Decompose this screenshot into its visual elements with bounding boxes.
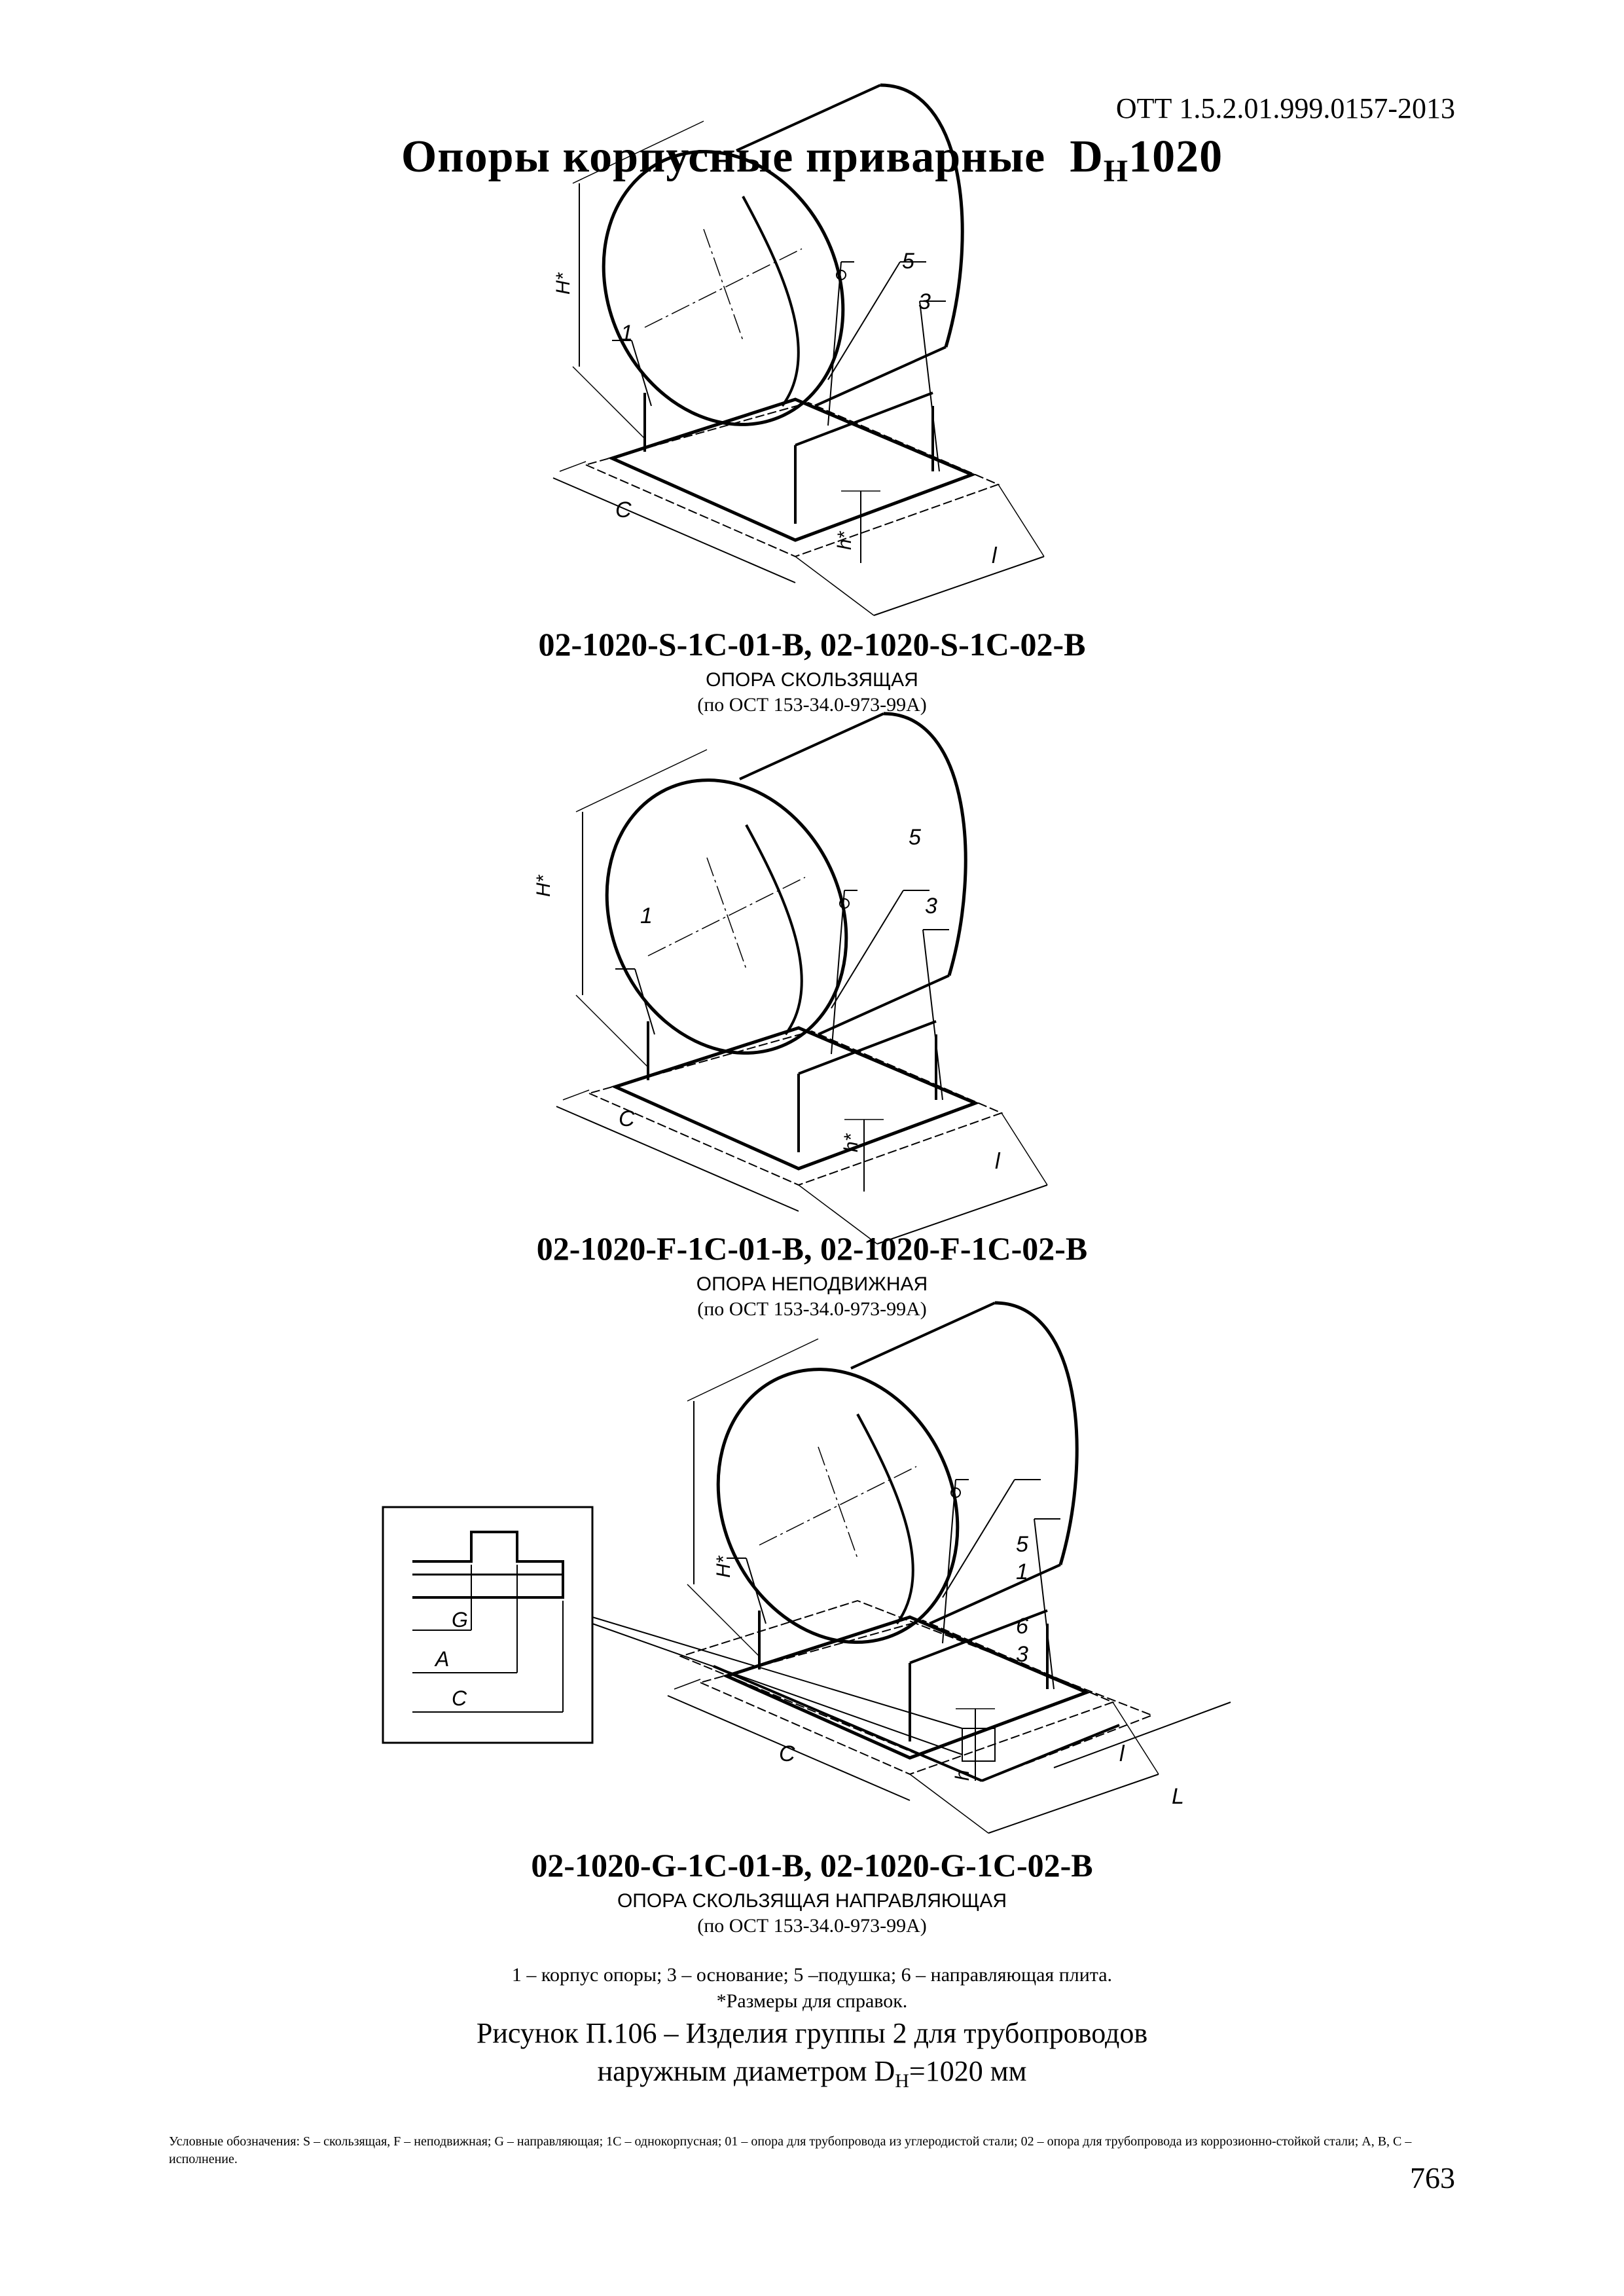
figure-1-label-1: 1 [621,321,633,346]
detail-view [382,1506,963,1755]
figure-2-dim-l: l [995,1149,1001,1174]
figure-1-dim-l: l [992,543,998,568]
figure-1-drawing [553,85,1044,615]
figure-3-label-5: 5 [1016,1532,1028,1557]
figure-2-standard: (по ОСТ 153-34.0-973-99А) [697,1298,927,1320]
figure-1-label-5: 5 [902,249,914,274]
detail-dim-C: C [452,1686,467,1710]
detail-dim-A: A [434,1647,449,1671]
page-number: 763 [1410,2161,1455,2195]
figure-1-dim-C: C [615,498,632,522]
figure-3-standard: (по ОСТ 153-34.0-973-99А) [697,1915,927,1937]
figure-caption-line2: наружным диаметром DH=1020 мм [0,2054,1624,2092]
figure-3-dim-H: H* [713,1555,734,1578]
figure-3-name: ОПОРА СКОЛЬЗЯЩАЯ НАПРАВЛЯЮЩАЯ [617,1890,1007,1912]
caption-sub: H [895,2069,909,2092]
figure-3-label-1: 1 [1016,1559,1028,1584]
figure-1-name: ОПОРА СКОЛЬЗЯЩАЯ [706,669,918,691]
figure-2-code: 02-1020-F-1C-01-B, 02-1020-F-1C-02-B [536,1230,1088,1267]
figure-2-label-1: 1 [640,903,653,928]
figure-1-label-3: 3 [918,289,931,314]
figure-1-code: 02-1020-S-1C-01-B, 02-1020-S-1C-02-B [538,626,1086,663]
caption-suffix: =1020 мм [909,2055,1027,2087]
figure-1-standard: (по ОСТ 153-34.0-973-99А) [697,694,927,716]
parts-legend: 1 – корпус опоры; 3 – основание; 5 –поду… [511,1964,1113,1986]
page-title-sub: H [1103,154,1129,185]
figure-3-dim-l: l [1119,1741,1125,1766]
figure-2-label-3: 3 [925,894,937,919]
figure-caption-line1: Рисунок П.106 – Изделия группы 2 для тру… [476,2017,1148,2049]
figure-3-label-3: 3 [1016,1642,1028,1667]
detail-dim-G: G [452,1608,468,1631]
figure-2-name: ОПОРА НЕПОДВИЖНАЯ [696,1273,928,1295]
figure-3-drawing [668,1303,1231,1833]
page-title: Опоры корпусные приварные DH1020 [0,131,1624,185]
figure-1-dim-H: H* [552,272,574,295]
figure-2-dim-h: h* [840,1133,862,1152]
document-code: ОТТ 1.5.2.01.999.0157-2013 [1115,92,1455,124]
page-title-d: D [1070,132,1104,182]
footnote: Условные обозначения: S – скользящая, F … [169,2134,1412,2166]
figure-2-dim-C: C [619,1106,635,1131]
caption-prefix: наружным диаметром D [597,2055,895,2087]
figure-2-label-5: 5 [909,825,921,850]
figure-3-label-6: 6 [1016,1614,1028,1639]
figure-3-dim-C: C [779,1741,795,1766]
figure-3-code: 02-1020-G-1C-01-B, 02-1020-G-1C-02-B [531,1847,1093,1884]
page-title-num: 1020 [1128,132,1223,182]
figure-3-dim-h: h [952,1770,973,1781]
figure-2-dim-H: H* [533,874,554,897]
page-title-text: Опоры корпусные приварные [401,132,1046,182]
figure-1-dim-h: h* [834,530,856,550]
figure-2-drawing [556,714,1047,1244]
reference-note: *Размеры для справок. [716,1990,908,2012]
figure-3-dim-L: L [1172,1784,1184,1809]
